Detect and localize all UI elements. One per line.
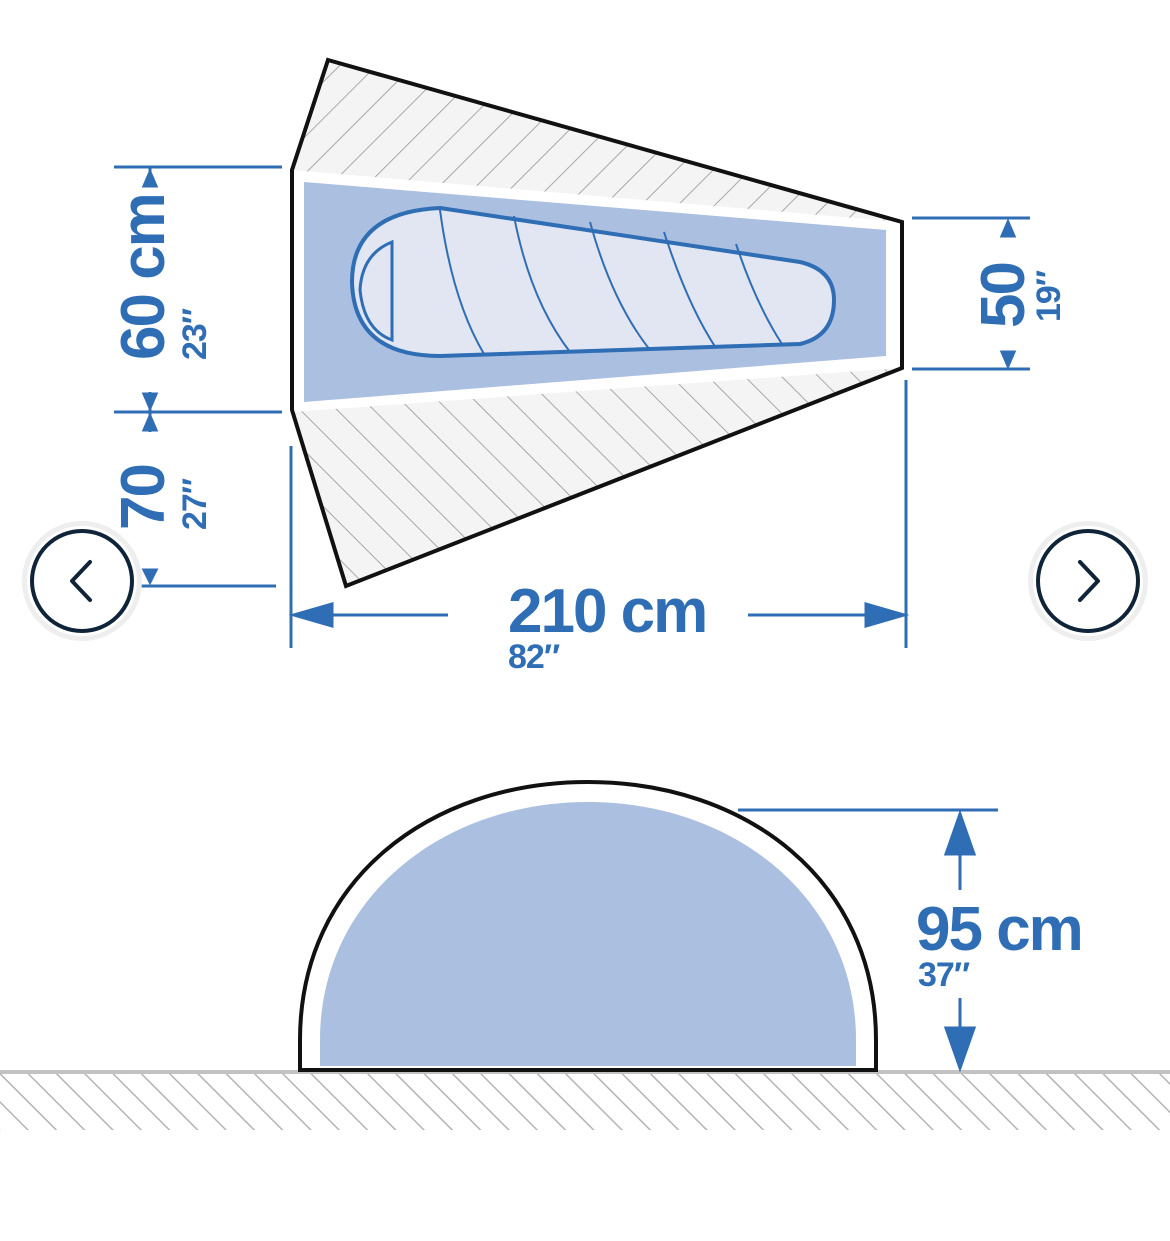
right-dimension-lines (912, 216, 1030, 371)
height-label: 95 cm (916, 895, 1082, 964)
ground-hatch (0, 1074, 1170, 1130)
length-imperial-label: 82″ (508, 638, 560, 676)
length-dimension-lines (288, 380, 910, 648)
next-image-button[interactable] (1033, 526, 1143, 636)
end-width-label: 50 (969, 263, 1038, 328)
chevron-right-icon (1078, 560, 1100, 602)
vestibule-lower-lines (290, 368, 900, 586)
tent-side-view: 95 cm 37″ (0, 779, 1170, 1130)
height-imperial-label: 37″ (918, 956, 970, 994)
sleeping-bag (349, 205, 837, 359)
previous-image-button[interactable] (27, 526, 137, 636)
chevron-left-icon (70, 560, 92, 602)
height-dimension-lines (738, 808, 998, 1073)
left-dimension-lines (114, 165, 282, 588)
tent-outline (290, 57, 904, 589)
tent-top-view: 60 cm 23″ 70 27″ 50 19″ 210 cm 82″ (109, 57, 1068, 676)
vestibule-depth-label: 70 (109, 465, 178, 530)
end-width-imperial-label: 19″ (1030, 270, 1068, 322)
inner-width-imperial-label: 23″ (176, 308, 214, 360)
dome-inner (320, 802, 856, 1066)
inner-width-label: 60 cm (109, 194, 178, 360)
vestibule-depth-imperial-label: 27″ (176, 478, 214, 530)
length-label: 210 cm (508, 577, 706, 646)
